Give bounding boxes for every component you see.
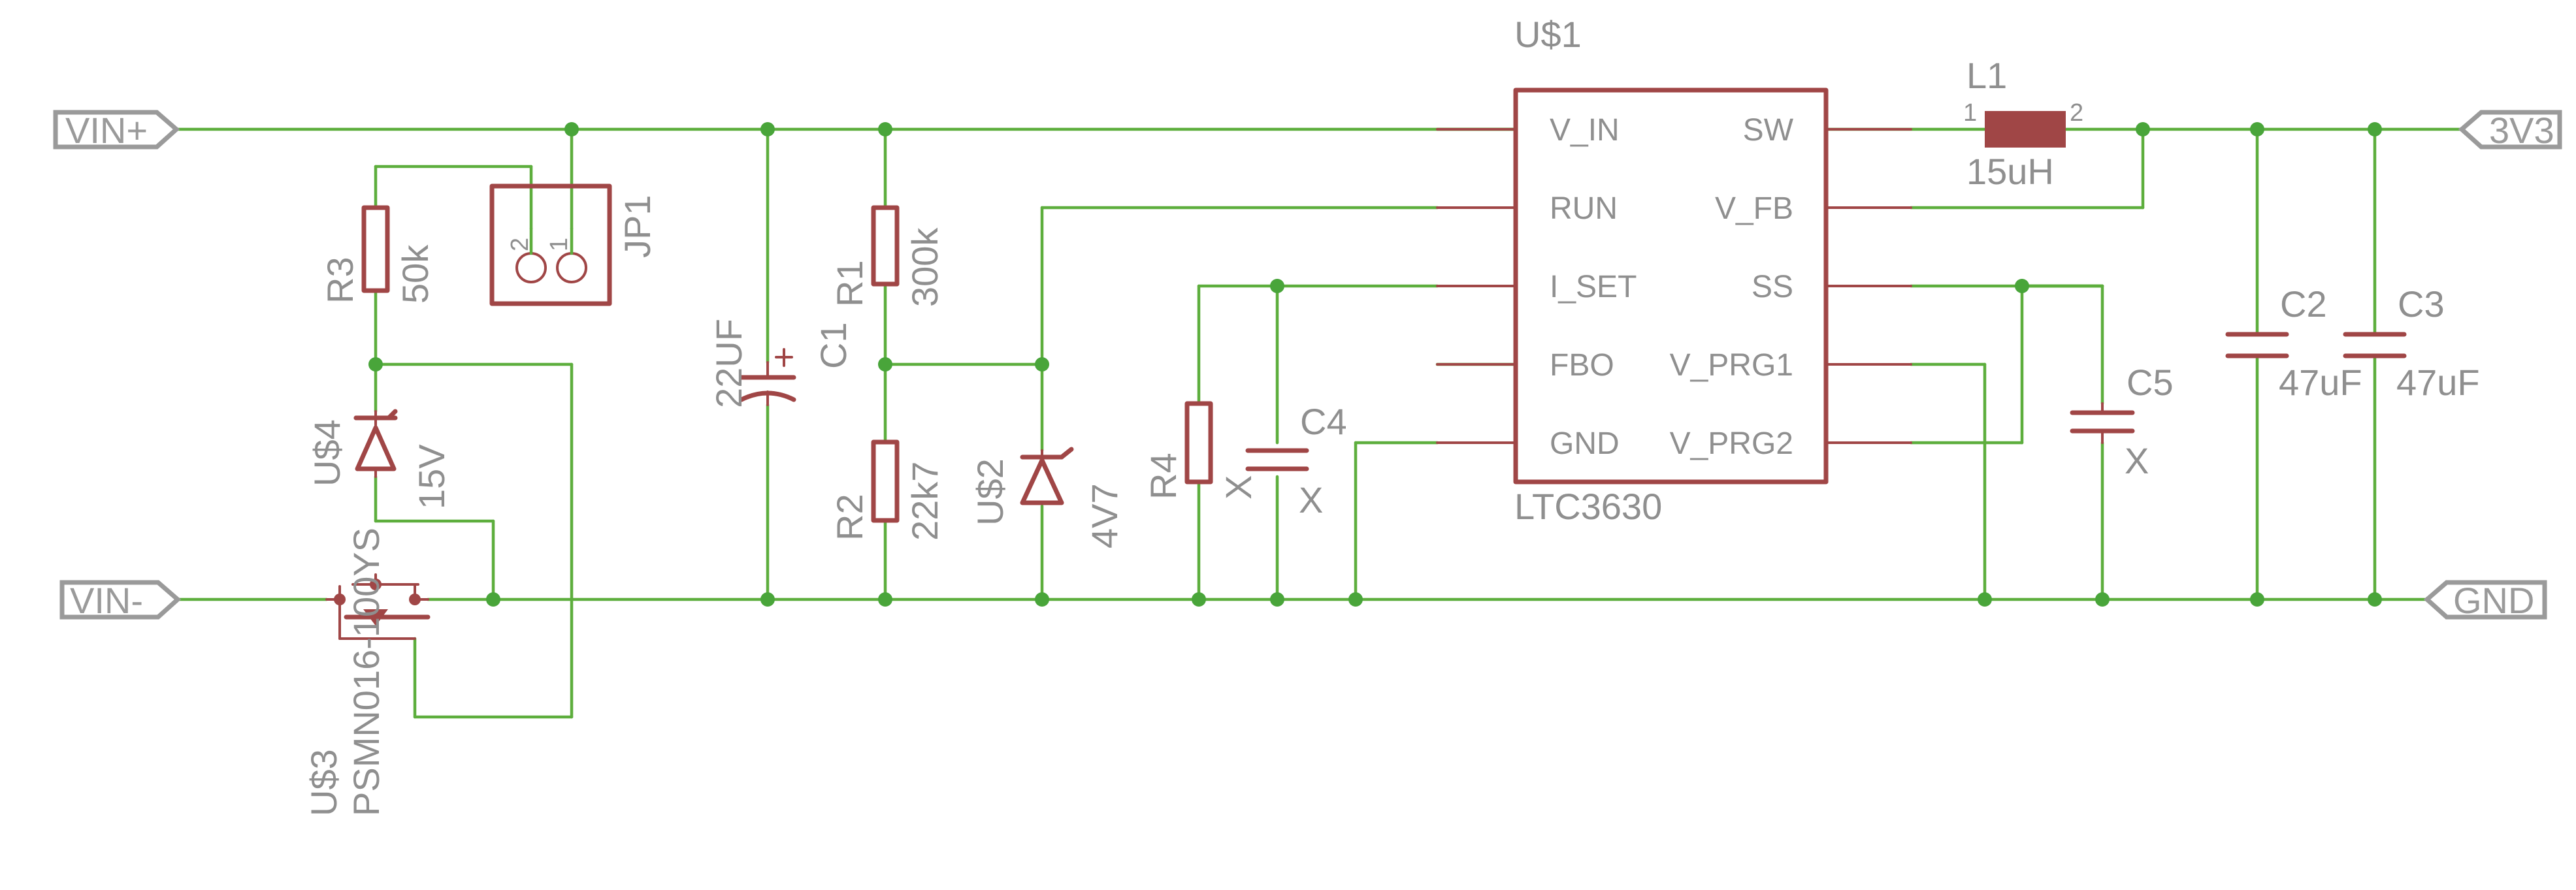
u2-value: 4V7 xyxy=(1084,483,1125,548)
ic-pin-fbo: FBO xyxy=(1550,348,1614,383)
jp1-pin1: 1 xyxy=(546,238,573,251)
capacitor-c2: C2 47uF xyxy=(2225,283,2362,403)
port-3v3-label: 3V3 xyxy=(2489,110,2554,151)
ic-pin-vprg1: V_PRG1 xyxy=(1670,348,1793,383)
c4-value: X xyxy=(1299,479,1323,520)
jp1-ref: JP1 xyxy=(617,195,658,259)
r2-ref: R2 xyxy=(829,494,870,541)
u3-value: PSMN016-100YS xyxy=(346,528,387,816)
r4-ref: R4 xyxy=(1143,453,1184,500)
resistor-r2: R2 22k7 xyxy=(829,439,945,541)
r3-value: 50k xyxy=(395,244,436,304)
r1-ref: R1 xyxy=(829,260,870,307)
resistor-r3: R3 50k xyxy=(319,205,436,304)
r1-value: 300k xyxy=(904,227,945,307)
ic-value: LTC3630 xyxy=(1514,486,1662,527)
ic-pin-sw: SW xyxy=(1743,113,1794,148)
resistor-r1: R1 300k xyxy=(829,205,945,307)
c4-ref: C4 xyxy=(1300,401,1347,442)
r2-value: 22k7 xyxy=(904,462,945,541)
c1-ref: C1 xyxy=(813,322,854,369)
port-vin-pos-label: VIN+ xyxy=(65,110,148,151)
jumper-jp1: 2 1 JP1 xyxy=(489,183,658,306)
capacitor-c5: C5 X xyxy=(2070,362,2174,481)
port-vin-neg-label: VIN- xyxy=(70,580,143,621)
capacitor-c1: 22UF C1 xyxy=(708,319,854,408)
port-vin-pos: VIN+ xyxy=(53,110,180,151)
c2-value: 47uF xyxy=(2279,362,2362,403)
port-gnd-label: GND xyxy=(2453,580,2534,621)
c5-ref: C5 xyxy=(2127,362,2174,403)
ic-pin-ss: SS xyxy=(1752,270,1793,304)
l1-ref: L1 xyxy=(1966,55,2007,96)
c5-value: X xyxy=(2125,440,2149,481)
zener-u4: U$4 15V xyxy=(306,409,452,509)
ic-pin-vfb: V_FB xyxy=(1715,191,1793,226)
c1-value: 22UF xyxy=(708,319,749,408)
jp1-pin2: 2 xyxy=(506,238,534,251)
c3-value: 47uF xyxy=(2396,362,2480,403)
ic-pin-gnd: GND xyxy=(1550,426,1620,461)
u4-ref: U$4 xyxy=(306,419,348,486)
c2-ref: C2 xyxy=(2280,283,2327,325)
l1-pin2: 2 xyxy=(2070,99,2083,127)
ic-ref: U$1 xyxy=(1514,14,1582,55)
u3-ref: U$3 xyxy=(303,749,344,816)
capacitor-c4: C4 X xyxy=(1245,401,1347,520)
r3-ref: R3 xyxy=(319,257,361,304)
ic-ltc3630: U$1 LTC3630 V_IN RUN I_SET FBO GND SW V_… xyxy=(1436,14,1912,527)
r4-value: X xyxy=(1218,475,1259,500)
ic-pin-run: RUN xyxy=(1550,191,1618,226)
mosfet-u3: U$3 PSMN016-100YS xyxy=(303,528,431,816)
l1-value: 15uH xyxy=(1966,151,2054,192)
port-3v3: 3V3 xyxy=(2458,110,2562,151)
u4-value: 15V xyxy=(411,444,452,509)
resistor-r4: R4 X xyxy=(1143,401,1259,500)
c3-ref: C3 xyxy=(2398,283,2445,325)
u2-ref: U$2 xyxy=(970,458,1011,526)
ic-pin-iset: I_SET xyxy=(1550,270,1637,304)
zener-u2: U$2 4V7 xyxy=(970,447,1125,548)
junctions xyxy=(368,122,2382,607)
port-vin-neg: VIN- xyxy=(59,580,182,621)
capacitor-c3: C3 47uF xyxy=(2343,283,2480,403)
ic-pin-vin: V_IN xyxy=(1550,113,1620,148)
l1-pin1: 1 xyxy=(1963,99,1977,127)
port-gnd: GND xyxy=(2423,580,2547,621)
inductor-l1: L1 1 2 15uH xyxy=(1963,55,2083,192)
ic-pin-vprg2: V_PRG2 xyxy=(1670,426,1793,461)
